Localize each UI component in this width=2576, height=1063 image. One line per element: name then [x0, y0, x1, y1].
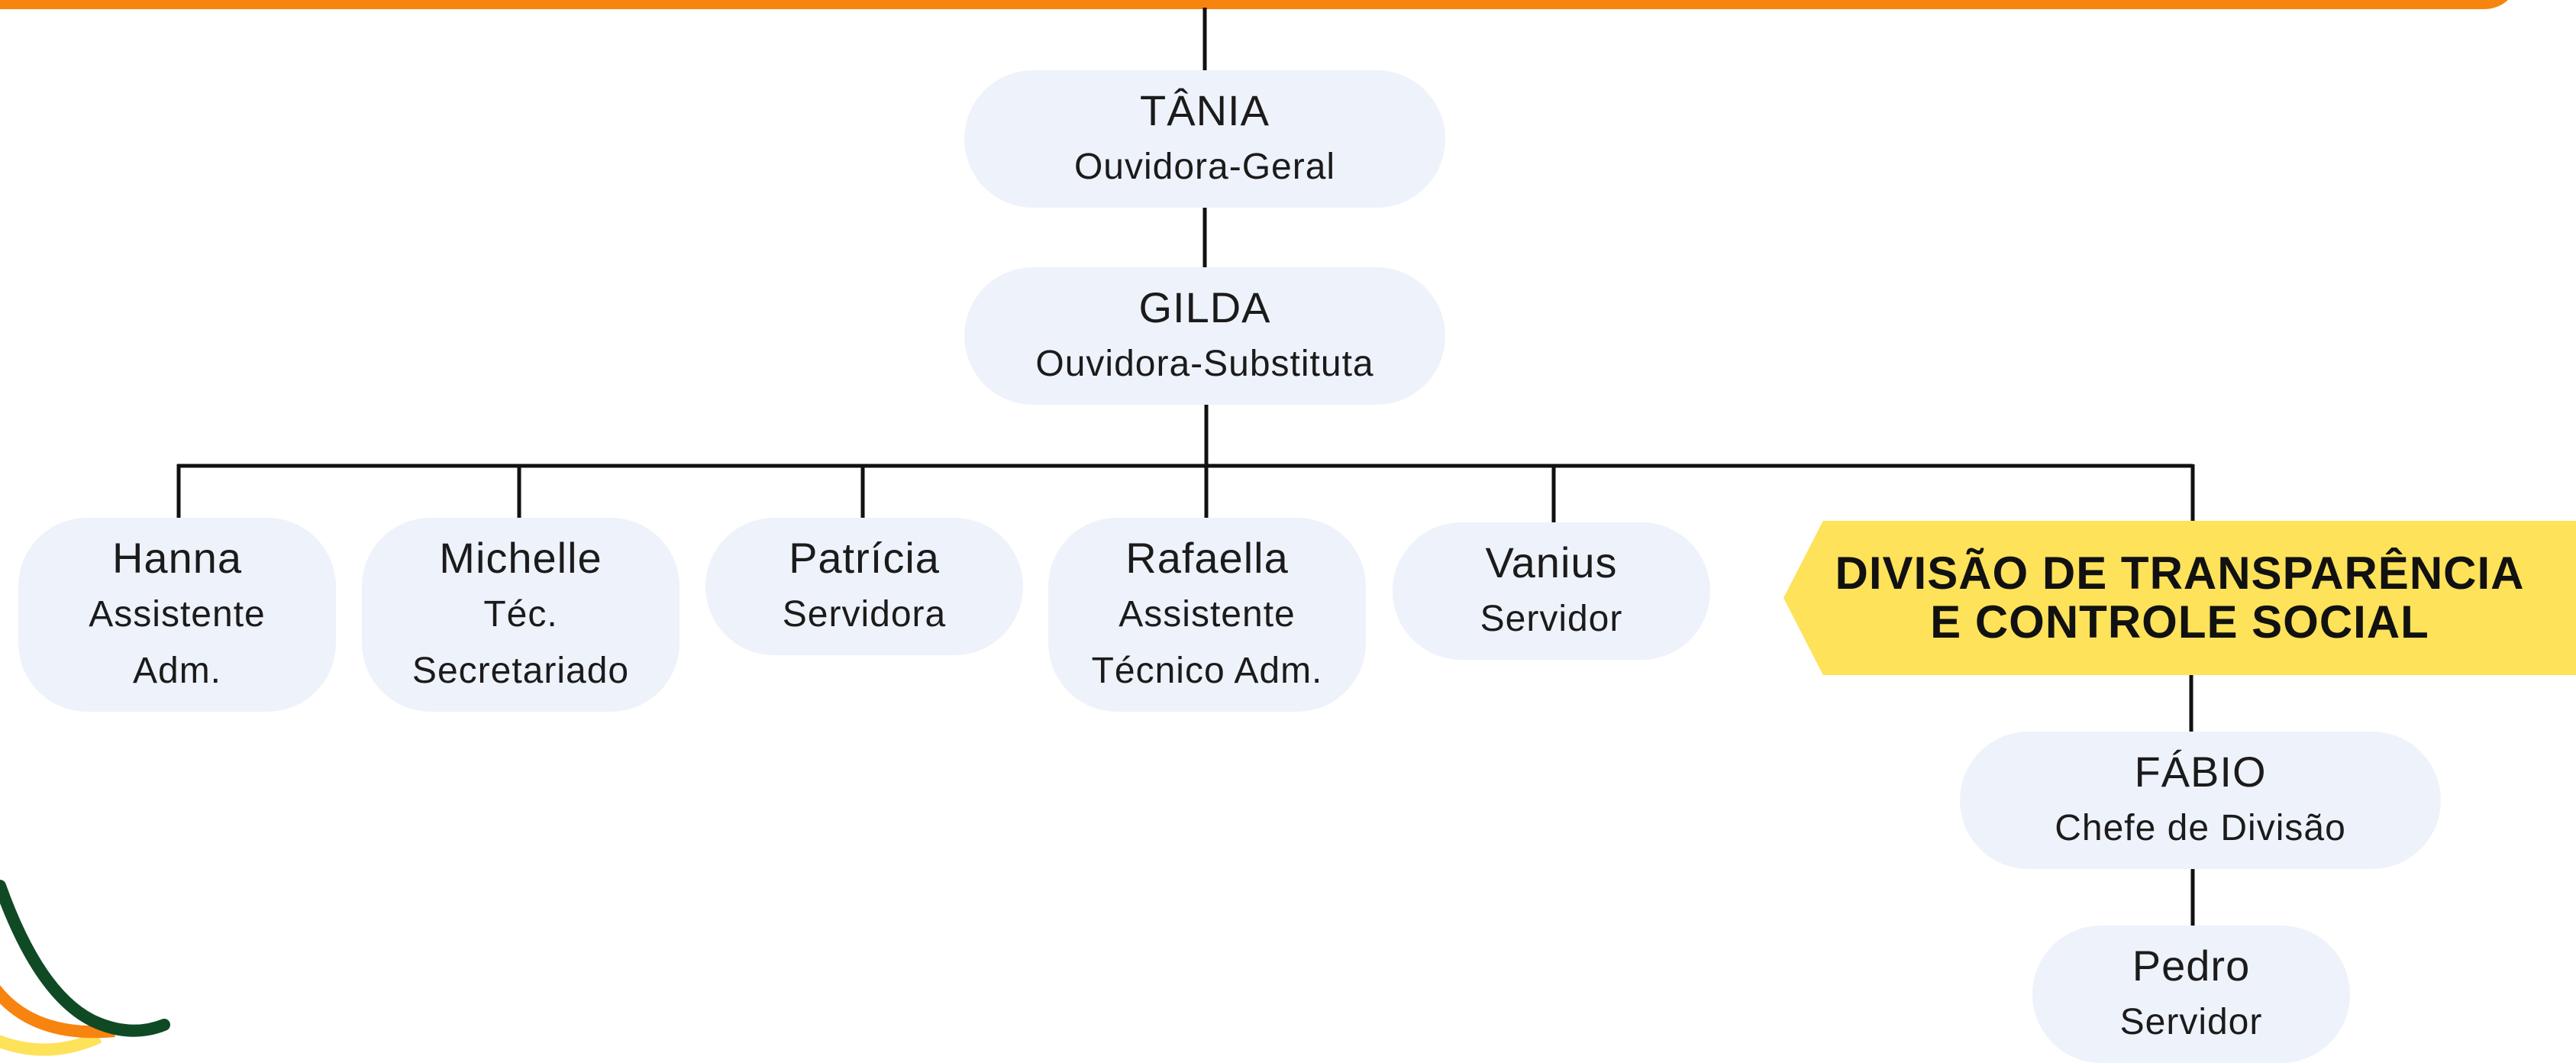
- node-name: Rafaella: [1125, 534, 1289, 582]
- org-node-rafaella: Rafaella Assistente Técnico Adm.: [1048, 518, 1366, 712]
- node-role: Assistente: [89, 594, 266, 635]
- node-name: GILDA: [1138, 283, 1271, 331]
- node-role: Assistente: [1119, 594, 1296, 635]
- org-node-michelle: Michelle Téc. Secretariado: [362, 518, 680, 712]
- org-node-vanius: Vanius Servidor: [1393, 522, 1710, 660]
- node-name: Hanna: [111, 534, 243, 582]
- division-title-line: DIVISÃO DE TRANSPARÊNCIA: [1835, 548, 2525, 599]
- node-role: Técnico Adm.: [1091, 651, 1323, 691]
- node-role: Servidor: [1480, 599, 1623, 639]
- division-title: DIVISÃO DE TRANSPARÊNCIA E CONTROLE SOCI…: [1784, 521, 2576, 675]
- decorative-swoosh: [0, 880, 170, 1056]
- org-node-gilda: GILDA Ouvidora-Substituta: [964, 267, 1445, 405]
- org-node-tania: TÂNIA Ouvidora-Geral: [964, 70, 1445, 208]
- org-node-hanna: Hanna Assistente Adm.: [18, 518, 336, 712]
- node-role: Adm.: [132, 651, 222, 691]
- org-node-fabio: FÁBIO Chefe de Divisão: [1960, 732, 2441, 869]
- node-name: FÁBIO: [2134, 748, 2267, 796]
- node-role: Ouvidora-Substituta: [1035, 344, 1374, 384]
- node-name: TÂNIA: [1140, 86, 1270, 134]
- node-role: Secretariado: [412, 651, 630, 691]
- node-name: Pedro: [2132, 942, 2251, 990]
- node-role: Téc.: [483, 594, 558, 635]
- node-role: Chefe de Divisão: [2055, 808, 2346, 848]
- org-node-pedro: Pedro Servidor: [2032, 926, 2350, 1063]
- node-role: Ouvidora-Geral: [1073, 147, 1336, 187]
- division-title-line: E CONTROLE SOCIAL: [1930, 596, 2429, 648]
- node-name: Michelle: [439, 534, 602, 582]
- node-name: Vanius: [1485, 538, 1618, 586]
- node-name: Patrícia: [789, 534, 940, 582]
- header-banner: [0, 0, 2520, 9]
- node-role: Servidor: [2119, 1002, 2263, 1042]
- node-role: Servidora: [782, 594, 947, 635]
- org-node-patricia: Patrícia Servidora: [705, 518, 1023, 655]
